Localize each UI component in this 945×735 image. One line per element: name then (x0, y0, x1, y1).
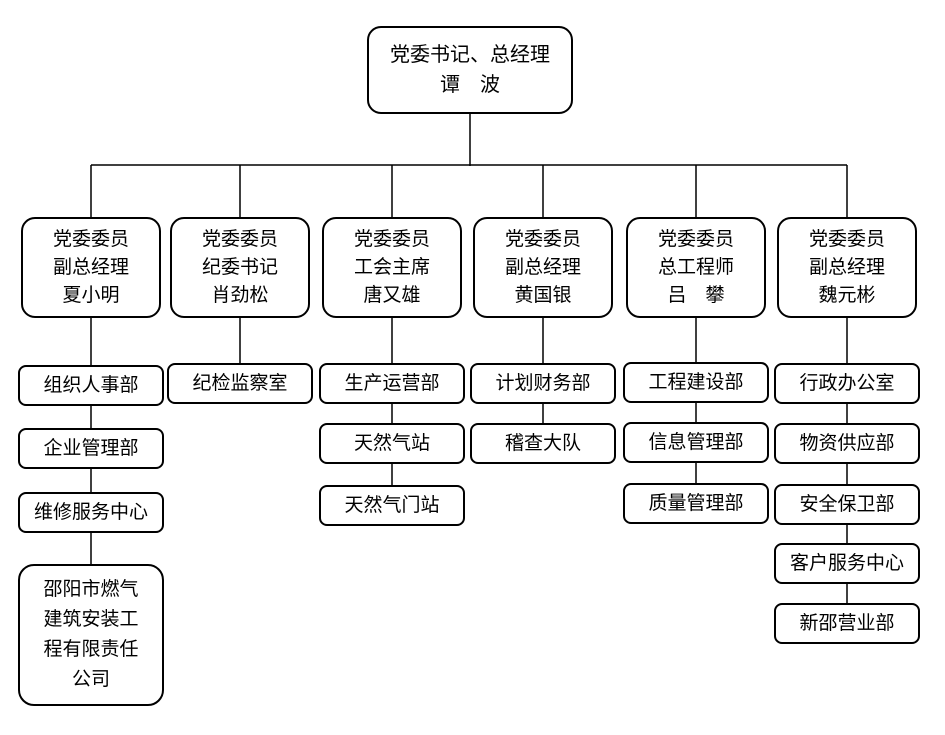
org-node-dept: 行政办公室 (774, 363, 920, 404)
org-node-root: 党委书记、总经理 谭 波 (367, 26, 573, 114)
org-node-dept: 纪检监察室 (167, 363, 313, 404)
dept-label: 纪检监察室 (192, 372, 288, 394)
org-node-dept: 信息管理部 (623, 422, 769, 463)
org-node-dept: 生产运营部 (319, 363, 465, 404)
dept-label: 新邵营业部 (799, 612, 895, 634)
dept-label: 天然气门站 (344, 494, 440, 516)
org-node-dept: 维修服务中心 (18, 492, 164, 533)
leader-name: 唐又雄 (363, 284, 421, 306)
leader-role-line: 党委委员 (52, 228, 129, 250)
org-node-dept: 企业管理部 (18, 428, 164, 469)
org-node-leader: 党委委员 工会主席 唐又雄 (322, 217, 462, 318)
root-name: 谭 波 (440, 74, 500, 96)
dept-label: 稽查大队 (504, 432, 581, 454)
dept-label: 安全保卫部 (799, 493, 895, 515)
dept-label: 邵阳市燃气建筑安装工程有限责任公司 (43, 579, 139, 690)
dept-label: 企业管理部 (43, 437, 139, 459)
org-node-dept: 稽查大队 (470, 423, 616, 464)
leader-name: 肖劲松 (211, 284, 269, 306)
org-node-leader: 党委委员 副总经理 夏小明 (21, 217, 161, 318)
dept-label: 生产运营部 (344, 372, 440, 394)
leader-role-line: 副总经理 (52, 256, 129, 278)
dept-label: 质量管理部 (648, 492, 744, 514)
leader-name: 吕 攀 (667, 284, 725, 306)
org-node-dept: 物资供应部 (774, 423, 920, 464)
leader-name: 魏元彬 (818, 284, 876, 306)
org-node-leader: 党委委员 副总经理 魏元彬 (777, 217, 917, 318)
org-node-dept: 安全保卫部 (774, 484, 920, 525)
leader-role-line: 工会主席 (353, 256, 430, 278)
org-node-dept: 天然气门站 (319, 485, 465, 526)
org-node-dept: 天然气站 (319, 423, 465, 464)
dept-label: 维修服务中心 (33, 501, 148, 523)
org-node-dept: 计划财务部 (470, 363, 616, 404)
leader-name: 夏小明 (62, 284, 120, 306)
leader-role-line: 党委委员 (657, 228, 734, 250)
leader-role-line: 总工程师 (657, 256, 734, 278)
leader-role-line: 党委委员 (353, 228, 430, 250)
org-node-dept: 客户服务中心 (774, 543, 920, 584)
leader-role-line: 副总经理 (504, 256, 581, 278)
dept-label: 物资供应部 (799, 432, 895, 454)
org-node-leader: 党委委员 总工程师 吕 攀 (626, 217, 766, 318)
leader-role-line: 纪委书记 (201, 256, 278, 278)
dept-label: 组织人事部 (43, 374, 139, 396)
dept-label: 行政办公室 (799, 372, 895, 394)
dept-label: 信息管理部 (648, 431, 744, 453)
org-node-dept: 质量管理部 (623, 483, 769, 524)
org-node-leader: 党委委员 纪委书记 肖劲松 (170, 217, 310, 318)
dept-label: 天然气站 (353, 432, 430, 454)
org-node-subsidiary: 邵阳市燃气建筑安装工程有限责任公司 (18, 564, 164, 706)
dept-label: 客户服务中心 (789, 552, 904, 574)
leader-role-line: 党委委员 (201, 228, 278, 250)
dept-label: 工程建设部 (648, 371, 744, 393)
org-node-dept: 工程建设部 (623, 362, 769, 403)
org-node-dept: 新邵营业部 (774, 603, 920, 644)
leader-role-line: 副总经理 (808, 256, 885, 278)
leader-role-line: 党委委员 (504, 228, 581, 250)
leader-role-line: 党委委员 (808, 228, 885, 250)
root-title: 党委书记、总经理 (390, 44, 550, 66)
org-node-dept: 组织人事部 (18, 365, 164, 406)
org-node-leader: 党委委员 副总经理 黄国银 (473, 217, 613, 318)
leader-name: 黄国银 (514, 284, 572, 306)
dept-label: 计划财务部 (495, 372, 591, 394)
